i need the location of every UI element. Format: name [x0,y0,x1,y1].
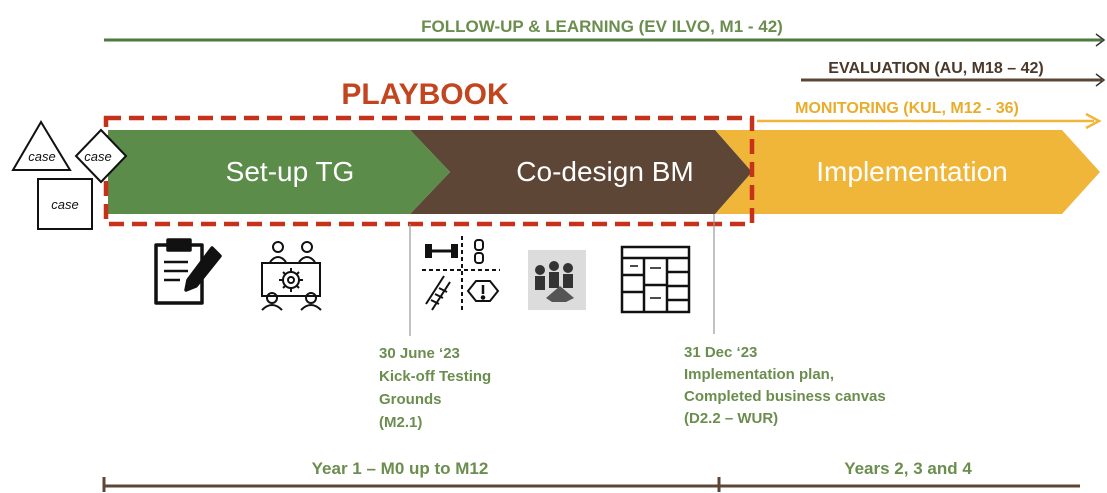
group-photo-icon [528,250,586,310]
phase-codesign-chevron [410,130,752,214]
monitoring-label: MONITORING (KUL, M12 - 36) [795,100,1019,117]
evaluation-label: EVALUATION (AU, M18 – 42) [828,60,1043,77]
case-square-label: case [51,197,78,212]
years-2-4-label: Years 2, 3 and 4 [844,459,972,478]
phase-setup-label: Set-up TG [226,156,355,187]
milestone-2-line-4: (D2.2 – WUR) [684,410,778,427]
milestone-1-date: 30 June ‘23 [379,345,460,362]
milestone-1-line-3: Grounds [379,391,442,408]
team-meeting-gear-icon [261,241,322,311]
playbook-title: PLAYBOOK [341,78,509,111]
phase-codesign-label: Co-design BM [516,156,693,187]
milestone-2-line-3: Completed business canvas [684,388,886,405]
follow-up-track: FOLLOW-UP & LEARNING (EV ILVO, M1 - 42) [104,17,1106,47]
milestone-2-line-2: Implementation plan, [684,366,834,383]
phase-implementation-label: Implementation [816,156,1007,187]
case-triangle: case [11,120,72,171]
phase-implementation-chevron [715,130,1100,214]
case-triangle-label: case [28,149,55,164]
case-diamond: case [74,128,128,184]
milestone-2-text: 31 Dec ‘23 Implementation plan, Complete… [684,344,886,427]
monitoring-arrowhead [1085,112,1102,130]
year-1-label: Year 1 – M0 up to M12 [312,459,489,478]
case-square: case [37,178,93,230]
evaluation-arrow [1095,73,1106,87]
year-timeline-bar [102,477,1080,492]
milestone-1-line-2: Kick-off Testing [379,368,491,385]
canvas-grid-icon [620,245,691,314]
milestone-1-line-4: (M2.1) [379,414,422,431]
case-diamond-label: case [84,149,111,164]
milestone-1-text: 30 June ‘23 Kick-off Testing Grounds (M2… [379,345,491,431]
follow-up-label: FOLLOW-UP & LEARNING (EV ILVO, M1 - 42) [421,17,783,36]
monitoring-track: MONITORING (KUL, M12 - 36) [757,100,1102,130]
milestone-2-date: 31 Dec ‘23 [684,344,757,361]
clipboard-pencil-icon [154,238,222,305]
testing-quadrant-icon [422,236,500,312]
evaluation-track: EVALUATION (AU, M18 – 42) [801,60,1106,87]
follow-up-arrow [1095,33,1106,47]
phase-setup-chevron [108,130,450,214]
